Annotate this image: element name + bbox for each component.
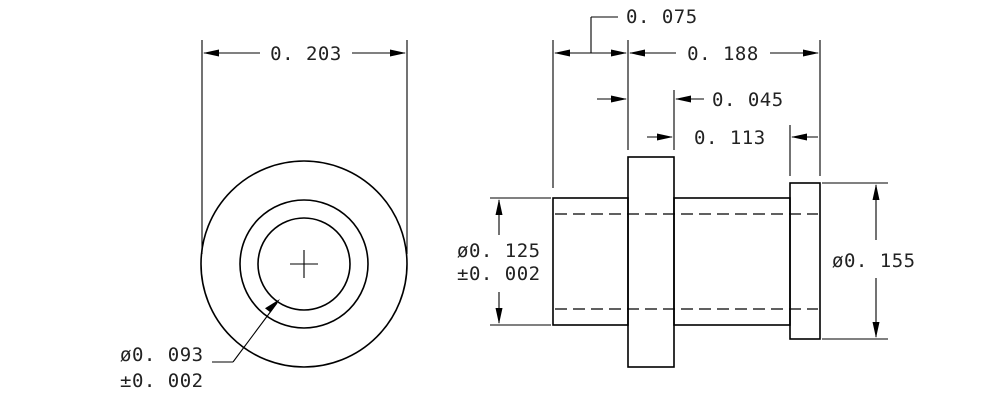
middle-circle bbox=[239, 199, 369, 329]
flange-diameter-label: ø0. 155 bbox=[832, 250, 916, 272]
bore-leader: ø0. 093 ±0. 002 bbox=[120, 299, 280, 392]
side-view: 0. 188 0. 075 0. 045 0. 113 bbox=[457, 6, 916, 368]
overall-length-dimension: 0. 188 bbox=[554, 43, 819, 65]
shank-diameter-dimension: ø0. 125 ±0. 002 bbox=[457, 197, 551, 326]
body-length-dimension: 0. 113 bbox=[647, 127, 818, 149]
flange-thickness-dimension: 0. 045 bbox=[597, 89, 784, 111]
body-length-label: 0. 113 bbox=[694, 127, 766, 149]
width-dimension: 0. 203 bbox=[201, 40, 408, 254]
flange-thickness-label: 0. 045 bbox=[712, 89, 784, 111]
flange-offset-dimension: 0. 075 bbox=[590, 6, 698, 53]
shank-tolerance-label: ±0. 002 bbox=[457, 263, 541, 285]
bore-circle bbox=[257, 217, 351, 311]
flange-offset-label: 0. 075 bbox=[626, 6, 698, 28]
outer-circle bbox=[200, 160, 408, 368]
shank-diameter-label: ø0. 125 bbox=[457, 240, 541, 262]
flange-diameter-dimension: ø0. 155 bbox=[822, 182, 916, 340]
center-mark bbox=[290, 250, 318, 278]
hidden-bore-lines bbox=[555, 213, 818, 310]
width-label: 0. 203 bbox=[270, 43, 342, 65]
end-view: 0. 203 ø0. 093 ±0. 002 bbox=[120, 40, 408, 392]
bore-diameter-label: ø0. 093 bbox=[120, 344, 204, 366]
bore-tolerance-label: ±0. 002 bbox=[120, 370, 204, 392]
overall-length-label: 0. 188 bbox=[687, 43, 759, 65]
part-outline bbox=[552, 156, 821, 368]
